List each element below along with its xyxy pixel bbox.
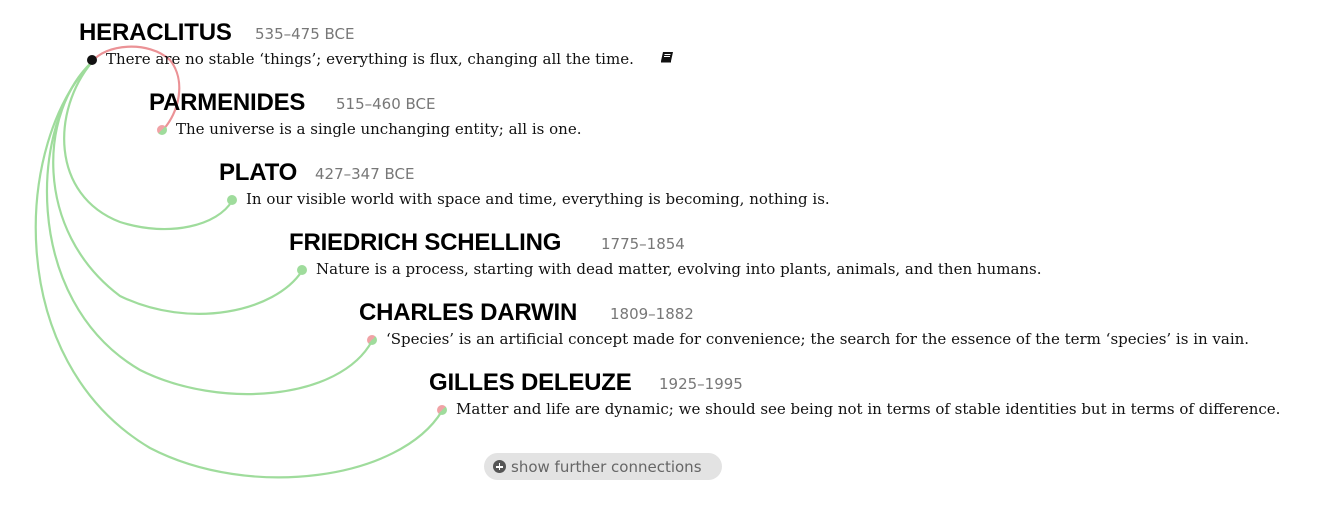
philosopher-dates: 1809–1882 bbox=[610, 305, 694, 323]
show-further-connections-button[interactable]: show further connections bbox=[484, 453, 722, 480]
philosopher-name[interactable]: CHARLES DARWIN bbox=[359, 299, 578, 326]
philosopher-quote: There are no stable ‘things’; everything… bbox=[106, 50, 634, 68]
node-dot bbox=[297, 265, 307, 275]
philosopher-name[interactable]: HERACLITUS bbox=[79, 19, 232, 46]
philosopher-dates: 535–475 BCE bbox=[255, 25, 355, 43]
arc-heraclitus-deleuze bbox=[34, 61, 443, 479]
philosopher-name[interactable]: FRIEDRICH SCHELLING bbox=[289, 229, 562, 256]
node-dot bbox=[227, 195, 237, 205]
philosopher-quote: ‘Species’ is an artificial concept made … bbox=[386, 330, 1250, 348]
arc-heraclitus-darwin bbox=[45, 61, 373, 396]
root-node-dot bbox=[87, 55, 97, 65]
philosopher-quote: The universe is a single unchanging enti… bbox=[176, 120, 582, 138]
philosopher-dates: 1925–1995 bbox=[659, 375, 743, 393]
plus-circle-icon bbox=[493, 460, 506, 473]
book-icon[interactable] bbox=[660, 51, 674, 63]
philosopher-name[interactable]: PLATO bbox=[219, 159, 298, 186]
node-dot bbox=[157, 125, 167, 135]
show-further-connections-label: show further connections bbox=[511, 457, 702, 476]
philosopher-dates: 515–460 BCE bbox=[336, 95, 436, 113]
node-dot bbox=[367, 335, 377, 345]
philosopher-dates: 427–347 BCE bbox=[315, 165, 415, 183]
node-dot bbox=[437, 405, 447, 415]
arc-heraclitus-parmenides bbox=[91, 45, 181, 132]
philosopher-dates: 1775–1854 bbox=[601, 235, 685, 253]
philosopher-quote: Nature is a process, starting with dead … bbox=[316, 260, 1042, 278]
philosopher-quote: Matter and life are dynamic; we should s… bbox=[456, 400, 1281, 418]
philosopher-quote: In our visible world with space and time… bbox=[246, 190, 830, 208]
philosopher-name[interactable]: GILLES DELEUZE bbox=[429, 369, 632, 396]
arc-heraclitus-plato bbox=[63, 61, 233, 231]
philosopher-name[interactable]: PARMENIDES bbox=[149, 89, 306, 116]
